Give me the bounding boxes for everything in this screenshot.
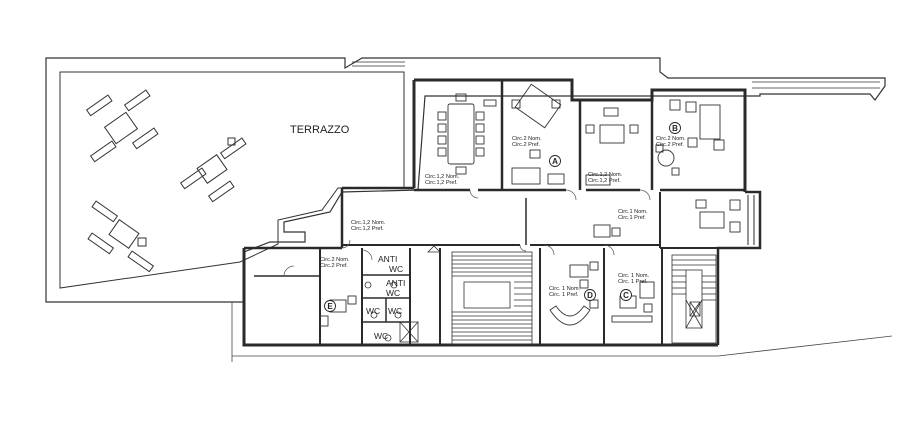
office-e-furniture bbox=[319, 295, 357, 327]
room-marker-d: D bbox=[584, 289, 596, 301]
room-label-line1: Circ.1,2 Nom. bbox=[351, 220, 386, 226]
room-label-line2: Circ.2 Pref. bbox=[512, 142, 540, 148]
wc-label: WC bbox=[366, 306, 380, 316]
terrace-furniture-group-3 bbox=[87, 200, 155, 273]
room-label-line2: Circ. 1 Pref. bbox=[618, 279, 648, 285]
office-3-furniture bbox=[585, 107, 639, 186]
office-a-furniture bbox=[511, 83, 565, 185]
wc-labels: ANTI WC ANTI WC WC WC WC bbox=[366, 254, 405, 341]
corridor-furniture bbox=[593, 199, 741, 238]
marker-letter: A bbox=[552, 157, 558, 166]
room-label-line2: Circ.1,2 Pref. bbox=[588, 178, 621, 184]
room-label-line2: Circ.1,2 Pref. bbox=[425, 180, 458, 186]
building-walls bbox=[242, 78, 762, 347]
wc-label: WC bbox=[386, 288, 400, 298]
anti-label: ANTI bbox=[378, 254, 397, 264]
room-labels: Circ.1,2 Nom. Circ.1,2 Pref. Circ.2 Nom.… bbox=[320, 136, 686, 298]
wc-label: WC bbox=[389, 264, 403, 274]
wc-label: WC bbox=[374, 331, 388, 341]
room-label-line1: Circ.2 Nom. bbox=[656, 136, 686, 142]
wc-fixtures bbox=[364, 281, 402, 342]
meeting-table bbox=[437, 93, 497, 175]
marker-letter: B bbox=[672, 124, 678, 133]
room-label-line1: Circ.1,2 Nom. bbox=[425, 174, 460, 180]
room-label-line1: Circ.1 Nom. bbox=[618, 209, 648, 215]
room-label-line2: Circ.2 Pref. bbox=[656, 142, 684, 148]
terrace-furniture-group-2 bbox=[179, 137, 247, 203]
room-marker-c: C bbox=[620, 289, 632, 301]
room-label-line2: Circ.2 Pref. bbox=[320, 263, 348, 269]
marker-letter: E bbox=[327, 302, 333, 311]
marker-letter: C bbox=[623, 291, 629, 300]
anti-label: ANTI bbox=[386, 278, 405, 288]
room-label-line1: Circ. 1 Nom. bbox=[618, 273, 650, 279]
terrace bbox=[45, 57, 886, 303]
room-label-line1: Circ.2 Nom. bbox=[320, 257, 350, 263]
office-b-furniture bbox=[655, 99, 725, 176]
room-label-line1: Circ.2 Nom. bbox=[512, 136, 542, 142]
room-label-line2: Circ. 1 Pref. bbox=[549, 292, 579, 298]
office-d-furniture bbox=[549, 261, 599, 326]
terrace-furniture-group-1 bbox=[85, 89, 159, 163]
room-label-line1: Circ. 1 Nom. bbox=[549, 286, 581, 292]
door-swings bbox=[283, 189, 651, 277]
room-label-line2: Circ.1,2 Pref. bbox=[351, 226, 384, 232]
room-label-line1: Circ.1,2 Nom. bbox=[588, 172, 623, 178]
ground-line bbox=[231, 302, 893, 362]
room-marker-e: E bbox=[324, 300, 336, 312]
service-shafts bbox=[399, 245, 441, 343]
wc-label: WC bbox=[388, 306, 402, 316]
room-marker-a: A bbox=[549, 155, 561, 167]
main-staircase bbox=[451, 251, 533, 345]
terrace-label: TERRAZZO bbox=[290, 124, 350, 136]
secondary-staircase bbox=[671, 254, 717, 344]
office-c-furniture bbox=[611, 281, 655, 323]
marker-letter: D bbox=[587, 291, 593, 300]
room-marker-b: B bbox=[669, 122, 681, 134]
room-label-line2: Circ.1 Pref. bbox=[618, 215, 646, 221]
